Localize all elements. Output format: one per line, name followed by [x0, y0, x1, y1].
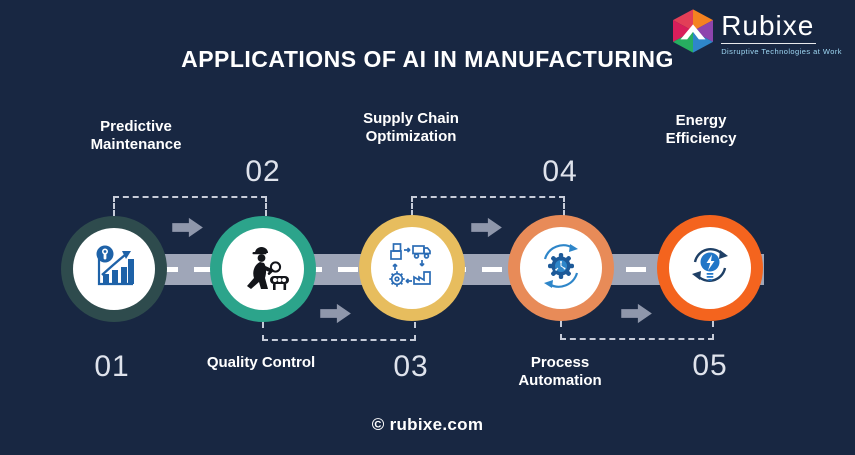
- step-number-4: 04: [542, 155, 578, 188]
- step-circle-inner: [669, 227, 751, 309]
- label-line: Efficiency: [665, 130, 737, 147]
- flow-arrow-1-icon: [172, 217, 204, 238]
- dashed-bracket-step4-step5: [560, 321, 714, 340]
- dashed-bracket-step1-step2: [113, 196, 267, 216]
- label-line: Energy: [675, 112, 727, 129]
- process-automation-icon: [533, 238, 589, 299]
- step-circle-inner: [520, 227, 602, 309]
- step-label-predictive-maintenance: Predictive Maintenance: [56, 118, 216, 154]
- flow-arrow-3-icon: [471, 217, 503, 238]
- rubixe-cube-icon: [668, 7, 718, 60]
- step-circle-inner: [73, 228, 155, 310]
- energy-efficiency-icon: [682, 238, 738, 299]
- flow-arrow-2-icon: [320, 303, 352, 324]
- step-circle-energy-efficiency: [657, 215, 763, 321]
- step-label-supply-chain: Supply Chain Optimization: [331, 110, 491, 146]
- step-label-energy-efficiency: Energy Efficiency: [621, 112, 781, 148]
- rubixe-logo: Rubixe Disruptive Technologies at Work: [668, 7, 842, 60]
- step-circle-inner: [371, 227, 453, 309]
- quality-control-icon: [234, 239, 292, 300]
- dashed-bracket-step3-step4: [411, 196, 565, 216]
- step-circle-predictive-maintenance: [61, 216, 167, 322]
- step-circle-process-automation: [508, 215, 614, 321]
- label-line: Quality Control: [206, 354, 316, 371]
- step-circle-supply-chain: [359, 215, 465, 321]
- flow-arrow-4-icon: [621, 303, 653, 324]
- step-label-process-automation: Process Automation: [480, 354, 640, 390]
- step-number-5: 05: [692, 349, 728, 382]
- dashed-bracket-step2-step3: [262, 322, 416, 341]
- step-label-quality-control: Quality Control: [181, 354, 341, 372]
- step-circle-quality-control: [210, 216, 316, 322]
- label-line: Process: [530, 354, 590, 371]
- supply-chain-icon: [384, 238, 440, 299]
- rubixe-brand-name: Rubixe: [721, 11, 817, 44]
- predictive-maintenance-icon: [86, 239, 142, 300]
- step-circle-inner: [222, 228, 304, 310]
- label-line: Optimization: [365, 128, 457, 145]
- step-number-3: 03: [393, 350, 429, 383]
- step-number-1: 01: [94, 350, 130, 383]
- label-line: Maintenance: [90, 136, 182, 153]
- label-line: Predictive: [100, 118, 172, 135]
- label-line: Supply Chain: [363, 110, 459, 127]
- footer-website: © rubixe.com: [371, 415, 484, 434]
- rubixe-logo-text: Rubixe Disruptive Technologies at Work: [721, 11, 842, 56]
- rubixe-tagline: Disruptive Technologies at Work: [721, 47, 842, 56]
- step-number-2: 02: [245, 155, 281, 188]
- page-title: APPLICATIONS OF AI IN MANUFACTURING: [181, 46, 674, 72]
- label-line: Automation: [518, 372, 602, 389]
